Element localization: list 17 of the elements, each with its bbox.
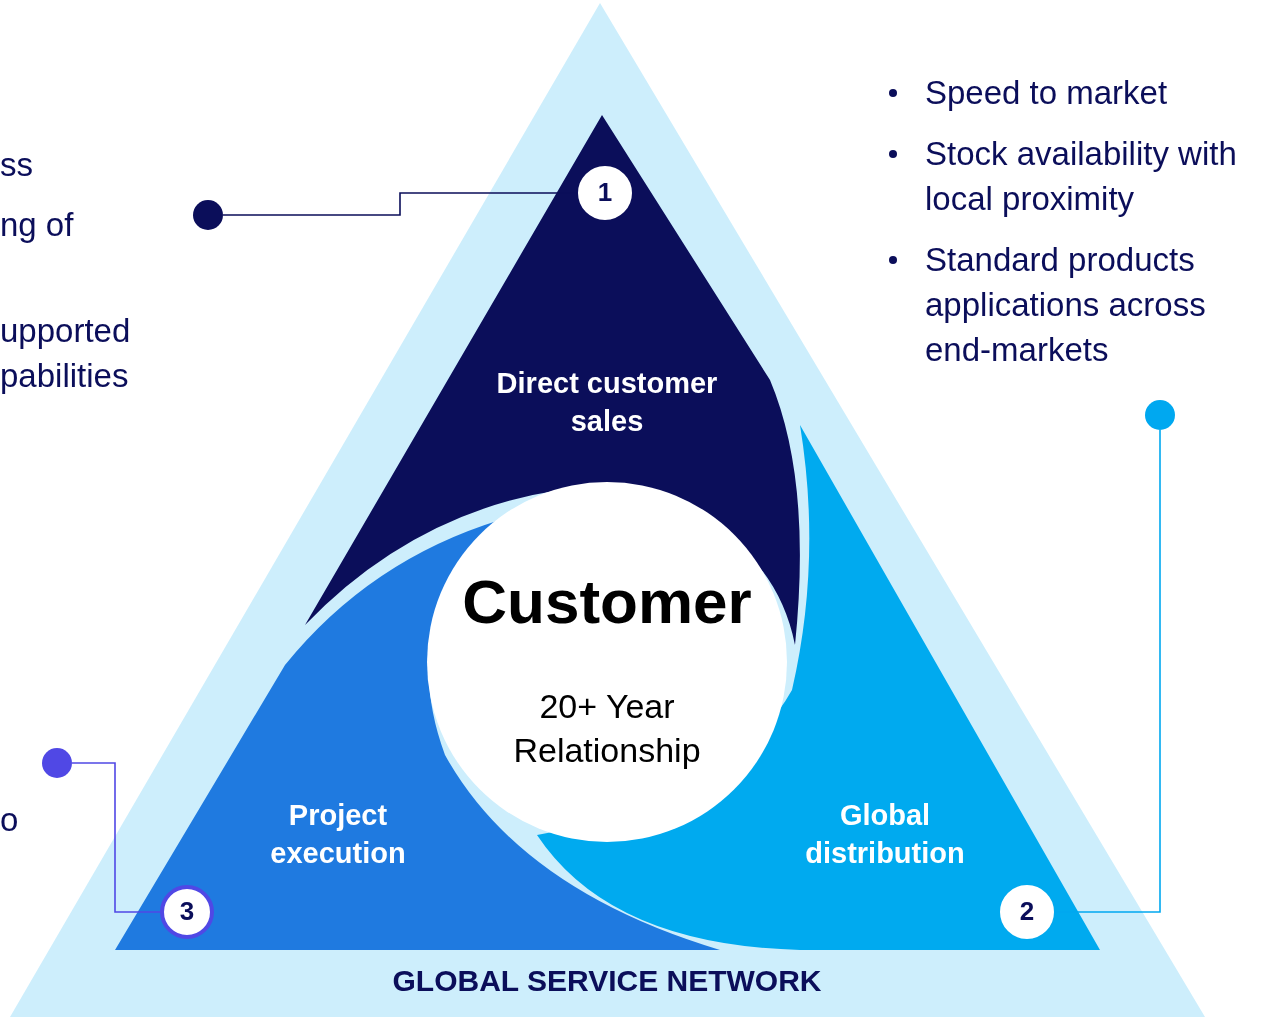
text-fragment: ss [0, 145, 33, 185]
text-fragment: upported pabilities [0, 311, 132, 396]
badge-number: 3 [179, 895, 195, 929]
text-fragment: ng of [0, 205, 74, 245]
bullet-text: Standard products applications across end-markets [925, 240, 1207, 370]
node-label: Direct customer sales [495, 366, 719, 439]
text-fragment: o [0, 800, 19, 840]
node-label: Global distribution [804, 798, 966, 871]
leader-line [71, 762, 161, 913]
node-label: Customer [462, 565, 752, 638]
badge-number: 1 [597, 176, 613, 210]
node-subtitle: 20+ Year Relationship [512, 685, 702, 771]
network-label: GLOBAL SERVICE NETWORK [392, 962, 822, 999]
node-label: Project execution [269, 798, 407, 871]
bullet-text: Stock availability with local proximity [925, 134, 1238, 219]
badge-number: 2 [1019, 895, 1035, 929]
bullet-text: Speed to market [925, 73, 1169, 113]
